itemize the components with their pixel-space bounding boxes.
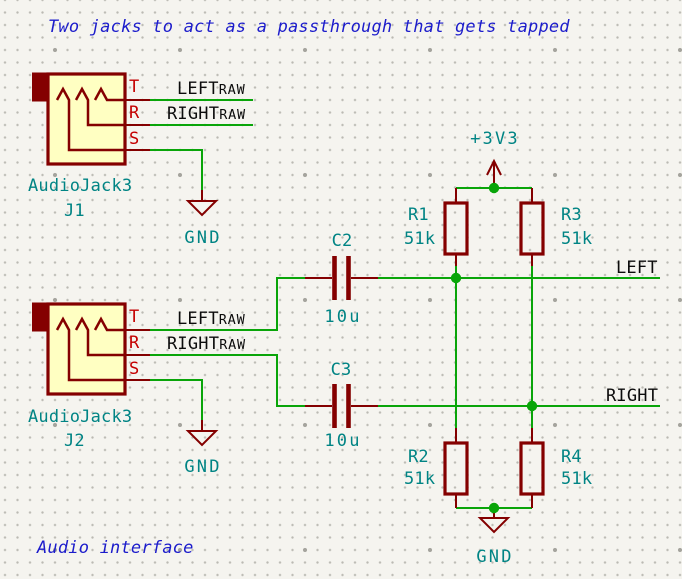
power-3v3-label[interactable]: +3V3	[470, 129, 520, 149]
c3-ref-label[interactable]: C3	[330, 360, 352, 380]
r4-value-label[interactable]: 51k	[561, 469, 593, 489]
junction-dot[interactable]	[526, 400, 538, 412]
title-comment[interactable]: Two jacks to act as a passthrough that g…	[48, 17, 570, 37]
net-base: RIGHT	[167, 104, 220, 124]
jack-ring-contact[interactable]	[74, 86, 125, 127]
net-subscript: RAW	[218, 82, 246, 98]
junctions	[450, 182, 538, 514]
junction-dot[interactable]	[450, 272, 462, 284]
gnd-label-j2[interactable]: GND	[184, 457, 222, 477]
jack-sleeve-contact[interactable]	[55, 86, 125, 152]
r3-value-label[interactable]: 51k	[561, 229, 593, 249]
j1-pin-label-t[interactable]: T	[129, 77, 140, 97]
wire-gnd-j1[interactable]	[150, 149, 203, 191]
net-base: RIGHT	[167, 334, 220, 354]
j2-ref-label[interactable]: J2	[64, 431, 85, 451]
gnd-triangle-icon[interactable]	[477, 517, 511, 534]
j2-pin-label-t[interactable]: T	[129, 307, 140, 327]
r2-value-label[interactable]: 51k	[404, 469, 436, 489]
gnd-label-j1[interactable]: GND	[184, 228, 222, 248]
r3-ref-label[interactable]: R3	[561, 205, 582, 225]
gnd-triangle-icon[interactable]	[185, 430, 219, 447]
junction-dot[interactable]	[488, 182, 500, 194]
wires	[150, 99, 660, 509]
jack-sleeve-block[interactable]	[32, 72, 50, 102]
jack-tip-contact[interactable]	[93, 86, 125, 102]
power-arrow-icon[interactable]	[486, 158, 502, 176]
jack-j1-symbol[interactable]	[32, 72, 150, 166]
net-subscript: RAW	[219, 107, 246, 123]
r4-ref-label[interactable]: R4	[561, 447, 582, 467]
resistor-r2-symbol[interactable]	[443, 428, 469, 508]
resistor-r4-symbol[interactable]	[519, 428, 545, 508]
j2-pin-label-s[interactable]: S	[129, 359, 140, 379]
wire-left-raw-j2-to-c2[interactable]	[150, 277, 305, 331]
gnd-label-divider[interactable]: GND	[476, 547, 514, 567]
j2-value-label[interactable]: AudioJack3	[28, 407, 133, 427]
c2-value-label[interactable]: 10u	[324, 307, 362, 327]
r1-ref-label[interactable]: R1	[408, 205, 429, 225]
c3-value-label[interactable]: 10u	[324, 431, 362, 451]
resistor-r3-symbol[interactable]	[519, 188, 545, 266]
j1-pin-label-s[interactable]: S	[129, 129, 140, 149]
res-body[interactable]	[519, 201, 545, 256]
gnd-symbol-j2[interactable]	[185, 420, 219, 447]
j1-pin-label-r[interactable]: R	[129, 103, 140, 123]
res-body[interactable]	[443, 441, 469, 496]
footer-comment[interactable]: Audio interface	[37, 538, 194, 558]
net-label-right-raw-j1[interactable]: RIGHTRAW	[167, 106, 246, 124]
net-label-right-raw-j2[interactable]: RIGHTRAW	[167, 336, 246, 354]
j1-ref-label[interactable]: J1	[64, 201, 85, 221]
r2-ref-label[interactable]: R2	[408, 447, 429, 467]
j2-pin-label-r[interactable]: R	[129, 333, 140, 353]
capacitor-c3-symbol[interactable]	[305, 384, 378, 428]
jack-j2-symbol[interactable]	[32, 302, 150, 396]
capacitor-c2-symbol[interactable]	[305, 256, 378, 300]
net-subscript: RAW	[218, 312, 246, 328]
net-label-left-raw-j1[interactable]: LEFTRAW	[177, 81, 246, 99]
j1-value-label[interactable]: AudioJack3	[28, 176, 133, 196]
res-body[interactable]	[519, 441, 545, 496]
net-label-left[interactable]: LEFT	[616, 258, 658, 278]
net-base: LEFT	[177, 79, 219, 99]
gnd-symbol-j1[interactable]	[185, 190, 219, 217]
res-body[interactable]	[443, 201, 469, 256]
junction-dot[interactable]	[488, 502, 500, 514]
resistor-r1-symbol[interactable]	[443, 188, 469, 266]
wire-gnd-j2[interactable]	[150, 379, 203, 421]
net-label-left-raw-j2[interactable]: LEFTRAW	[177, 311, 246, 329]
r1-value-label[interactable]: 51k	[404, 229, 436, 249]
net-subscript: RAW	[219, 337, 246, 353]
wire-right-raw-j2-to-c3[interactable]	[150, 354, 305, 407]
jack-sleeve-block[interactable]	[32, 302, 50, 332]
c2-ref-label[interactable]: C2	[331, 231, 353, 251]
jack-sleeve-contact[interactable]	[55, 316, 125, 382]
jack-tip-contact[interactable]	[93, 316, 125, 332]
net-base: LEFT	[177, 309, 219, 329]
net-label-right[interactable]: RIGHT	[606, 386, 659, 406]
gnd-triangle-icon[interactable]	[185, 200, 219, 217]
jack-ring-contact[interactable]	[74, 316, 125, 357]
